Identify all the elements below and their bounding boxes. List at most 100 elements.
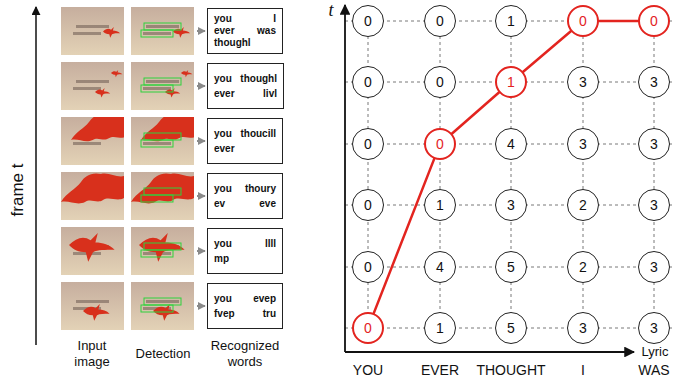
- alignment-path: [452, 93, 499, 134]
- recognized-word: ever: [214, 143, 235, 155]
- recognized-word: you: [214, 128, 232, 140]
- recognized-words-box: you llll mp: [207, 228, 283, 274]
- score-value: 3: [507, 197, 515, 213]
- column-label: EVER: [405, 362, 475, 379]
- score-value: 0: [364, 13, 372, 29]
- score-value: 0: [364, 136, 372, 152]
- figure-part: [139, 233, 185, 262]
- score-value: 2: [579, 197, 587, 213]
- recognized-word: I: [273, 13, 276, 25]
- figure-part: [440, 6, 441, 340]
- figure-part: [583, 6, 584, 340]
- score-value: 0: [364, 197, 372, 213]
- score-circle: 0: [352, 251, 384, 283]
- panel-label: Recognized words: [203, 338, 287, 370]
- score-value: 1: [507, 13, 515, 29]
- recognized-word: thoucill: [240, 128, 276, 140]
- score-value: 3: [650, 259, 658, 275]
- score-value: 3: [650, 197, 658, 213]
- score-value: 1: [507, 74, 515, 90]
- score-value: 0: [364, 320, 372, 336]
- recognized-words-box: youIeverwasthoughl: [207, 8, 283, 54]
- score-circle: 0: [352, 189, 384, 221]
- recognized-words-box: you thoucill ever: [207, 118, 283, 164]
- recognized-word: llll: [265, 238, 276, 250]
- panel-label: Input image: [66, 338, 118, 370]
- recognized-word: eve: [259, 198, 276, 210]
- column-label: I: [548, 362, 618, 379]
- figure-part: [83, 304, 110, 321]
- score-value: 5: [507, 320, 515, 336]
- score-value: 3: [579, 136, 587, 152]
- grid-lines: [345, 6, 674, 340]
- score-value: 0: [436, 136, 444, 152]
- column-label: YOU: [333, 362, 403, 379]
- recognized-word: evep: [253, 293, 276, 305]
- score-circle: 0: [352, 312, 384, 344]
- alignment-path: [374, 159, 434, 313]
- figure-part: [511, 6, 512, 340]
- detection-image: [131, 62, 194, 110]
- alignment-path: [523, 31, 571, 71]
- figure-part: [141, 78, 181, 92]
- figure-part: [61, 282, 124, 330]
- recognized-word: you: [214, 293, 232, 305]
- score-circle: 0: [424, 128, 456, 160]
- detection-image: [131, 117, 194, 165]
- score-circle: 4: [495, 128, 527, 160]
- score-circle: 3: [638, 251, 670, 283]
- recognized-word: tru: [263, 308, 276, 320]
- score-circle: 2: [567, 189, 599, 221]
- recognized-word: you: [214, 13, 232, 25]
- figure-part: [69, 233, 115, 262]
- recognized-word: ev: [214, 198, 225, 210]
- alignment-path: [599, 20, 638, 23]
- score-value: 0: [650, 13, 658, 29]
- axis-label: Lyric: [637, 344, 673, 360]
- input-image: [61, 282, 124, 330]
- input-image: [61, 172, 124, 220]
- input-image: [61, 117, 124, 165]
- score-value: 3: [650, 320, 658, 336]
- figure-part: [654, 6, 655, 340]
- recognized-word: mp: [214, 253, 229, 265]
- score-value: 3: [579, 320, 587, 336]
- pointer-arrow: [197, 305, 205, 307]
- input-image: [61, 7, 124, 55]
- figure-part: [141, 298, 181, 312]
- frame-axis-arrow: [35, 7, 37, 345]
- score-value: 2: [579, 259, 587, 275]
- figure-part: [61, 62, 124, 110]
- score-value: 3: [650, 74, 658, 90]
- figure-part: [95, 88, 110, 98]
- score-circle: 0: [352, 66, 384, 98]
- recognized-word: fvep: [214, 308, 235, 320]
- pointer-arrow: [197, 85, 205, 87]
- score-circle: 1: [495, 5, 527, 37]
- score-value: 3: [579, 74, 587, 90]
- figure-part: [61, 173, 124, 203]
- lyric-axis: [345, 351, 634, 353]
- detection-image: [131, 7, 194, 55]
- recognized-word: you: [214, 73, 232, 85]
- figure-part: [181, 70, 192, 77]
- score-value: 0: [436, 74, 444, 90]
- recognized-word: ever: [214, 25, 235, 37]
- score-circle: 0: [424, 66, 456, 98]
- panel-label: Detection: [123, 346, 203, 362]
- figure-part: [368, 6, 369, 340]
- recognized-word: thoury: [245, 183, 276, 195]
- recognized-word: you: [214, 238, 232, 250]
- score-circle: 3: [638, 189, 670, 221]
- score-value: 3: [650, 136, 658, 152]
- figure-part: [141, 188, 181, 202]
- score-value: 4: [507, 136, 515, 152]
- detection-image: [131, 172, 194, 220]
- detection-image: [131, 282, 194, 330]
- recognized-word: livl: [263, 88, 277, 100]
- pointer-arrow: [197, 195, 205, 197]
- figure-part: [131, 172, 194, 220]
- score-circle: 3: [567, 66, 599, 98]
- figure-part: [103, 27, 120, 38]
